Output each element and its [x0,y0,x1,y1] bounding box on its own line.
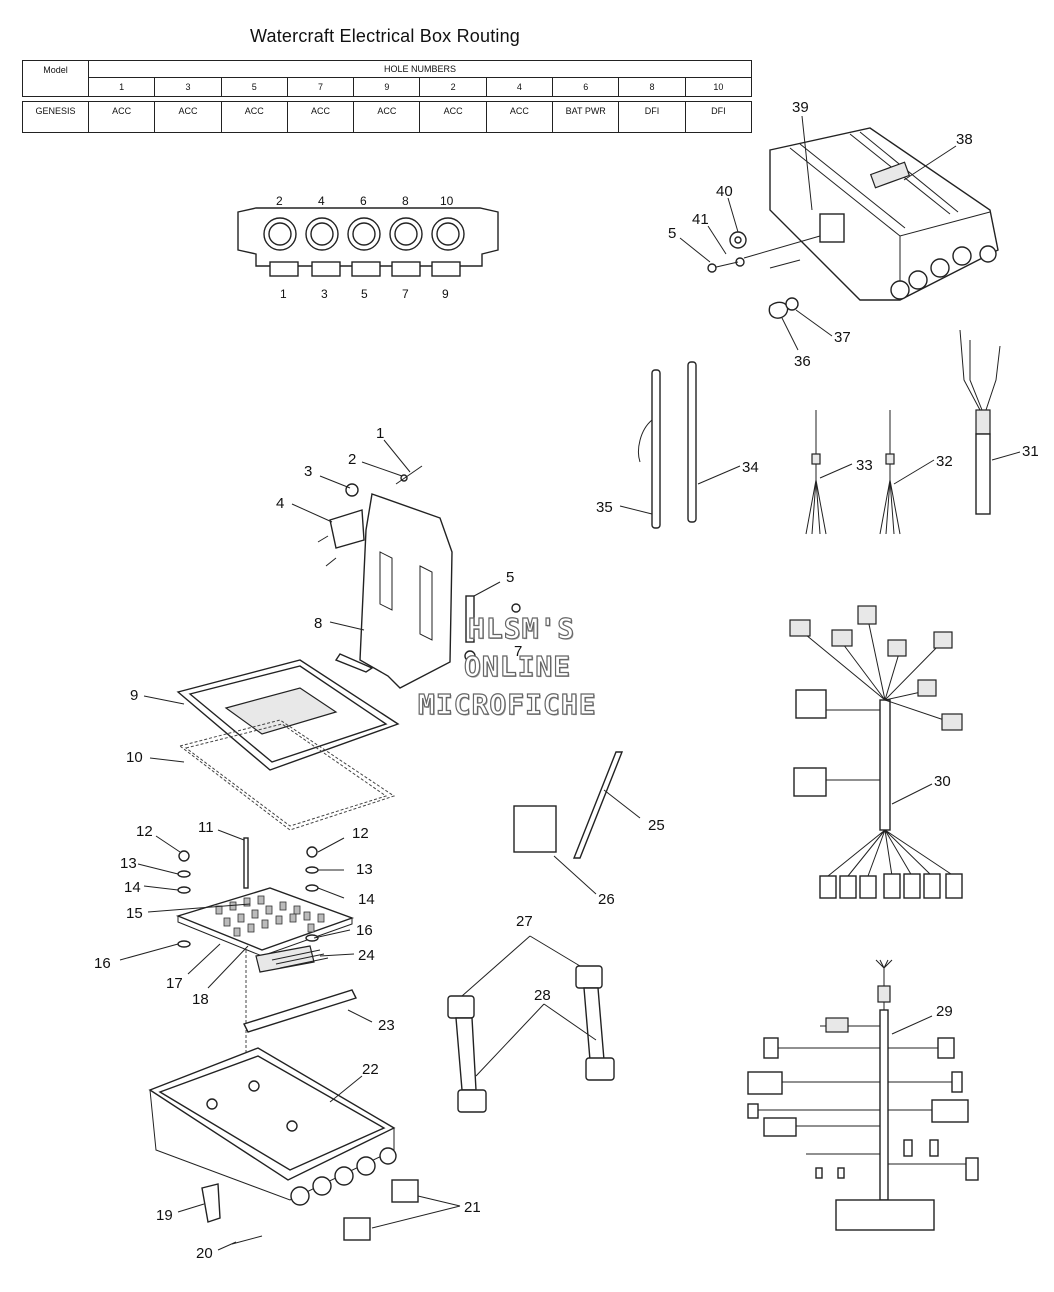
small-harnesses [805,329,1001,535]
hole-bottom-label: 9 [442,287,449,301]
callout-label: 36 [794,353,811,370]
hole-top-label: 6 [360,194,367,208]
callout-label: 28 [534,987,551,1004]
assembled-electrical-box [707,127,999,319]
lid-gasket [178,719,396,831]
hole-value: ACC [154,101,222,133]
callout-label: 22 [362,1061,379,1078]
watermark-line: HLSM'S [467,611,576,645]
callout-label: 34 [742,459,759,476]
callout-label: 16 [94,955,111,972]
callout-label: 41 [692,211,709,228]
callout-label: 23 [378,1017,395,1034]
callout-label: 38 [956,131,973,148]
callout-label: 33 [856,457,873,474]
callout-label: 12 [352,825,369,842]
callout-label: 14 [124,879,141,896]
hole-value: ACC [353,101,421,133]
callout-label: 11 [198,819,214,836]
callout-label: 10 [126,749,143,766]
callout-label: 19 [156,1207,173,1224]
hole-number: 10 [684,77,753,97]
watermark-line: MICROFICHE [417,687,597,721]
straps-and-parts [447,751,624,1113]
hole-bottom-label: 5 [361,287,368,301]
lower-housing [148,1047,419,1245]
harness-29 [747,959,979,1231]
callout-label: 14 [358,891,375,908]
callout-label: 4 [276,495,284,512]
hole-value: ACC [87,101,156,133]
hole-circles [263,217,465,251]
hole-top-label: 4 [318,194,325,208]
circuit-board [175,837,355,1110]
bracket-assembly [317,465,521,689]
callout-label: 29 [936,1003,953,1020]
callout-label: 1 [376,425,384,442]
callout-label: 37 [834,329,851,346]
callout-label: 8 [314,615,322,632]
callout-label: 18 [192,991,209,1008]
hole-bottom-label: 3 [321,287,328,301]
callout-label: 26 [598,891,615,908]
callout-labels: 1 2 3 4 5 5 7 8 9 10 11 12 12 13 13 14 1… [94,99,1039,1262]
callout-label: 40 [716,183,733,200]
callout-label: 5 [668,225,676,242]
callout-label: 9 [130,687,138,704]
leader-lines [119,115,1021,1251]
hole-value: ACC [220,101,288,133]
callout-label: 3 [304,463,312,480]
hole-top-label: 8 [402,194,409,208]
callout-label: 15 [126,905,143,922]
model-header: Model [22,60,89,97]
watermark-line: ONLINE [463,649,572,683]
callout-label: 5 [506,569,514,586]
hole-routing-table: Model HOLE NUMBERS 1 3 5 7 9 2 4 6 8 10 … [22,60,753,133]
hole-value: BAT PWR [552,101,620,133]
hole-value: DFI [684,101,753,133]
mounting-strip [243,989,357,1033]
main-harness [789,605,963,899]
hole-top-label: 2 [276,194,283,208]
hole-value: ACC [485,101,554,133]
callout-label: 13 [120,855,137,872]
callout-label: 17 [166,975,183,992]
callout-label: 12 [136,823,153,840]
callout-label: 27 [516,913,533,930]
callout-label: 24 [358,947,375,964]
page-title: Watercraft Electrical Box Routing [249,26,521,46]
hole-layout-diagram: 2 4 6 8 10 1 3 5 7 9 [237,194,499,301]
callout-label: 13 [356,861,373,878]
callout-label: 31 [1022,443,1039,460]
callout-label: 30 [934,773,951,790]
hole-value: DFI [618,101,686,133]
callout-label: 20 [196,1245,213,1262]
callout-label: 16 [356,922,373,939]
box-lid [176,659,400,771]
callout-label: 32 [936,453,953,470]
callout-label: 25 [648,817,665,834]
ground-straps [638,361,697,529]
hole-bottom-label: 1 [280,287,287,301]
model-cell: GENESIS [22,101,89,133]
callout-label: 21 [464,1199,481,1216]
callout-label: 39 [792,99,809,116]
callout-label: 2 [348,451,356,468]
hole-top-label: 10 [440,194,454,208]
callout-label: 35 [596,499,613,516]
watermark: HLSM'S ONLINE MICROFICHE [417,610,658,724]
callout-label: 7 [514,643,522,660]
hole-bottom-label: 7 [402,287,409,301]
